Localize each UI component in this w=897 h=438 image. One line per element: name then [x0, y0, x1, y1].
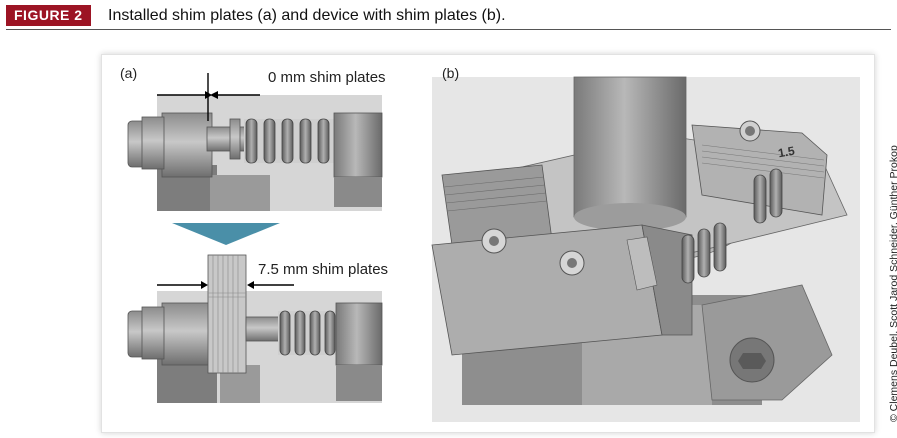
- figure-illustration: [127, 73, 860, 422]
- figure-caption: Installed shim plates (a) and device wit…: [108, 7, 506, 24]
- shim-engraving: 1.5: [776, 143, 796, 161]
- panel-a-label: (a): [120, 65, 138, 81]
- panel-a-bottom-annotation: 7.5 mm shim plates: [258, 261, 389, 278]
- panel-b-label: (b): [442, 65, 460, 81]
- panel-a-bottom-assembly: [127, 254, 383, 403]
- figure-badge: FIGURE 2: [6, 5, 91, 26]
- panel-a-top-assembly: [127, 73, 383, 211]
- panel-a-top-annotation: 0 mm shim plates: [268, 69, 386, 86]
- transition-arrow-icon: [172, 223, 280, 245]
- header-rule: [6, 29, 891, 30]
- panel-b-device-render: [431, 76, 860, 422]
- figure-header: FIGURE 2 Installed shim plates (a) and d…: [0, 0, 897, 30]
- image-credit: © Clemens Deubel, Scott Jarod Schneider,…: [888, 145, 897, 422]
- figure-panel: (a) 0 mm shim plates 7.5 mm shim plates …: [101, 54, 875, 433]
